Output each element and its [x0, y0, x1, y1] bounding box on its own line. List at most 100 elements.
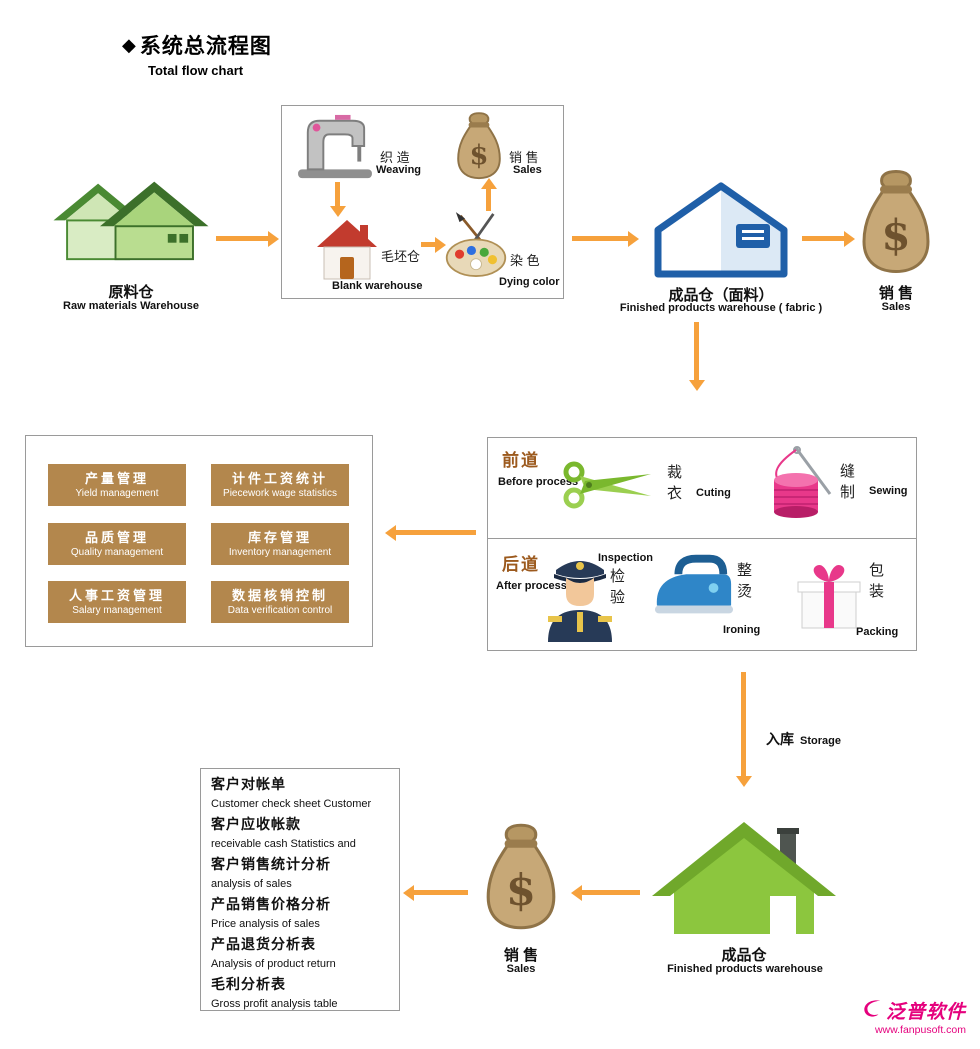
scissors-icon — [563, 456, 655, 519]
packing-label-zh: 包装 — [867, 562, 884, 604]
weaving-label-zh: 织 造 — [380, 150, 410, 165]
button-yield-management[interactable]: 产量管理 Yield management — [48, 464, 186, 506]
button-salary-management[interactable]: 人事工资管理 Salary management — [48, 581, 186, 623]
arrow-prep-to-fabric — [572, 236, 628, 241]
report-line: 客户对帐单 — [211, 776, 286, 792]
button-label-en: Salary management — [72, 605, 162, 616]
arrow-raw-to-prep — [216, 236, 268, 241]
weaving-label-en: Weaving — [376, 164, 422, 176]
sewing-machine-icon — [296, 113, 374, 186]
raw-warehouse-label-en: Raw materials Warehouse — [63, 300, 199, 312]
button-label-zh: 人事工资管理 — [68, 588, 165, 603]
arrow-finished-to-sales — [582, 890, 640, 895]
dying-label-zh: 染 色 — [510, 253, 540, 268]
raw-warehouse-label-zh: 原料仓 — [108, 284, 154, 301]
prep-box: 织 造 Weaving $ 销 售 Sales 毛坯仓 Blank wareho… — [281, 105, 564, 299]
raw-warehouse-icon — [52, 172, 210, 269]
blank-label-zh: 毛坯仓 — [381, 249, 421, 264]
before-process-title: 前道 — [502, 451, 540, 470]
sales-right-money-bag-icon: $ — [856, 168, 936, 281]
storage-label-en: Storage — [800, 735, 841, 747]
sewing-label-en: Sewing — [869, 485, 908, 497]
report-line: 产品退货分析表 — [211, 936, 316, 952]
gift-box-icon — [796, 556, 862, 635]
finished-warehouse-label-zh: 成品仓 — [721, 947, 767, 964]
report-line: 产品销售价格分析 — [211, 896, 331, 912]
after-process-title: 后道 — [502, 555, 540, 574]
arrow-process-to-management — [396, 530, 476, 535]
watermark-url[interactable]: www.fanpusoft.com — [874, 1024, 966, 1036]
inspection-label-en: Inspection — [598, 552, 654, 564]
sales-bottom-money-bag-icon: $ — [480, 818, 562, 941]
report-line: Customer check sheet Customer — [211, 798, 372, 810]
sewing-label-zh: 缝制 — [838, 463, 855, 505]
button-label-zh: 数据核销控制 — [231, 588, 328, 603]
watermark-brand-text: 泛普软件 — [885, 1002, 966, 1023]
finished-warehouse-label-en: Finished products warehouse — [667, 963, 823, 975]
watermark: 泛普软件 — [861, 997, 966, 1024]
report-line: 毛利分析表 — [211, 976, 286, 992]
button-label-en: Inventory management — [228, 547, 332, 558]
button-quality-management[interactable]: 品质管理 Quality management — [48, 523, 186, 565]
sales-top-label-zh: 销 售 — [509, 150, 539, 165]
finished-warehouse-icon — [652, 820, 836, 943]
process-box: 前道 Before process 裁衣 Cuting — [487, 437, 917, 651]
blank-label-en: Blank warehouse — [332, 280, 423, 292]
button-label-en: Quality management — [70, 547, 164, 558]
iron-icon — [653, 554, 735, 625]
dying-label-en: Dying color — [499, 276, 560, 288]
sales-bottom-label-en: Sales — [506, 963, 536, 975]
cutting-label-zh: 裁衣 — [665, 464, 682, 506]
arrow-fabric-to-sales — [802, 236, 844, 241]
sales-top-label-en: Sales — [513, 164, 542, 176]
button-piecework-wage-statistics[interactable]: 计件工资统计 Piecework wage statistics — [211, 464, 349, 506]
button-label-en: Data verification control — [227, 605, 333, 616]
needle-thread-icon — [766, 446, 834, 523]
palette-icon — [444, 212, 508, 283]
arrow-blank-to-dying — [421, 242, 435, 247]
button-label-en: Yield management — [75, 488, 159, 499]
management-box: 产量管理 Yield management 计件工资统计 Piecework w… — [25, 435, 373, 647]
ironing-label-en: Ironing — [723, 624, 761, 636]
storage-label: 入库 Storage — [766, 729, 841, 749]
arrow-process-to-storage — [741, 672, 746, 776]
fanpu-logo-icon — [861, 997, 883, 1024]
diamond-icon: ◆ — [122, 34, 136, 55]
after-process-subtitle: After process — [496, 580, 567, 592]
report-line: Price analysis of sales — [211, 918, 320, 930]
report-line: analysis of sales — [211, 878, 292, 890]
cutting-label-en: Cuting — [696, 487, 731, 499]
report-line: 客户应收帐款 — [211, 816, 301, 832]
fabric-warehouse-label-en: Finished products warehouse ( fabric ) — [619, 302, 823, 314]
report-line: 客户销售统计分析 — [211, 856, 331, 872]
page-subtitle: Total flow chart — [148, 63, 244, 78]
button-label-zh: 品质管理 — [84, 530, 149, 545]
svg-text:$: $ — [506, 866, 536, 916]
sales-right-label-zh: 销 售 — [878, 285, 914, 302]
button-label-zh: 产量管理 — [84, 471, 149, 486]
packing-label-en: Packing — [856, 626, 899, 638]
arrow-sales-to-reports — [414, 890, 468, 895]
svg-text:$: $ — [881, 211, 910, 260]
inspector-icon — [544, 544, 616, 647]
report-line: receivable cash Statistics and — [211, 838, 356, 850]
before-process-subtitle: Before process — [498, 476, 579, 488]
reports-box: 客户对帐单 Customer check sheet Customer 客户应收… — [200, 768, 400, 1011]
fabric-warehouse-icon — [648, 178, 794, 285]
svg-text:$: $ — [470, 139, 489, 171]
page-title: 系统总流程图 — [139, 35, 272, 58]
inspection-label-zh: 检验 — [608, 568, 625, 610]
before-process-section: 前道 Before process 裁衣 Cuting — [488, 438, 916, 539]
button-data-verification-control[interactable]: 数据核销控制 Data verification control — [211, 581, 349, 623]
sales-right-label-en: Sales — [881, 301, 911, 313]
arrow-fabric-to-process — [694, 322, 699, 380]
button-inventory-management[interactable]: 库存管理 Inventory management — [211, 523, 349, 565]
report-line: Gross profit analysis table — [211, 998, 338, 1010]
button-label-en: Piecework wage statistics — [223, 488, 337, 499]
button-label-zh: 库存管理 — [247, 530, 312, 545]
report-line: Analysis of product return — [211, 958, 336, 970]
arrow-dying-to-sales — [486, 189, 491, 211]
money-bag-icon: $ — [453, 110, 505, 187]
storage-label-zh: 入库 — [766, 731, 794, 747]
